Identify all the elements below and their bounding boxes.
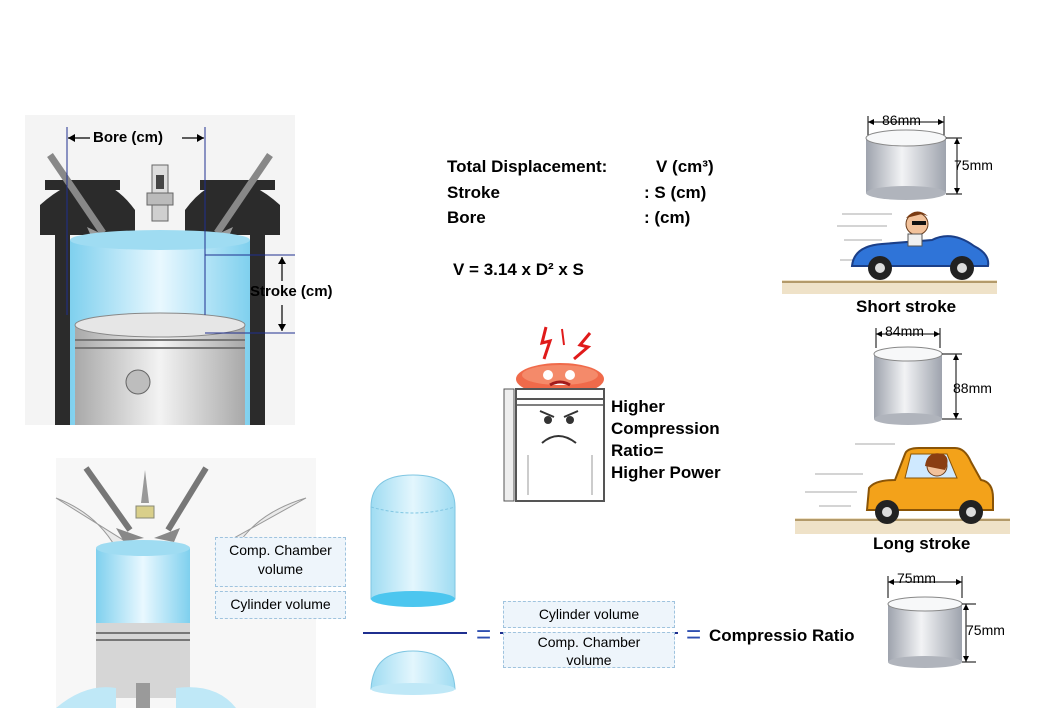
cylinder-volume-label: Cylinder volume: [215, 591, 346, 619]
long-stroke-cylinder: [873, 328, 962, 425]
engine-cylinder-diagram: [25, 115, 295, 425]
orange-car: [795, 443, 1010, 534]
piston-caption-line-3: Ratio=: [611, 441, 664, 460]
short-stroke-stroke: 75mm: [954, 157, 993, 173]
comp-chamber-volume-label: Comp. Chamber volume: [215, 537, 346, 587]
stroke-value: : S (cm): [644, 183, 707, 202]
stroke-term: Stroke: [447, 183, 500, 202]
short-stroke-bore: 86mm: [882, 112, 921, 128]
fraction-denominator: Comp. Chamber volume: [503, 632, 675, 668]
bore-term: Bore: [447, 208, 486, 227]
fraction-numerator: Cylinder volume: [503, 601, 675, 628]
displacement-formula: V = 3.14 x D² x S: [453, 260, 584, 279]
bore-value: : (cm): [644, 208, 691, 227]
piston-caption: Higher Compression Ratio= Higher Power: [611, 396, 721, 484]
total-displacement-term: Total Displacement:: [447, 157, 608, 176]
piston-caption-line-4: Higher Power: [611, 463, 721, 482]
compression-ratio-result: Compressio Ratio: [709, 626, 855, 645]
short-stroke-cylinder: [865, 116, 962, 200]
square-stroke-bore: 75mm: [897, 570, 936, 586]
short-stroke-caption: Short stroke: [856, 297, 957, 316]
total-displacement-value: V (cm³): [656, 157, 714, 176]
piston-caption-line-2: Compression: [611, 419, 720, 438]
bore-arrow: [68, 134, 204, 142]
blue-convertible-car: [782, 211, 997, 294]
equals-sign-1: =: [476, 619, 492, 649]
equals-sign-2: =: [686, 619, 702, 649]
long-stroke-stroke: 88mm: [953, 380, 992, 396]
bore-label: Bore (cm): [93, 129, 164, 146]
stroke-label: Stroke (cm): [250, 283, 333, 300]
volume-fraction-shapes: [363, 474, 467, 695]
angry-piston-illustration: [503, 326, 605, 502]
engine-cylinder-graphic: [25, 115, 295, 425]
square-stroke-stroke: 75mm: [966, 622, 1005, 638]
stroke-arrow: [278, 257, 286, 331]
piston-caption-line-1: Higher: [611, 397, 665, 416]
long-stroke-bore: 84mm: [885, 323, 924, 339]
long-stroke-caption: Long stroke: [873, 534, 971, 553]
square-stroke-cylinder: [887, 576, 976, 668]
